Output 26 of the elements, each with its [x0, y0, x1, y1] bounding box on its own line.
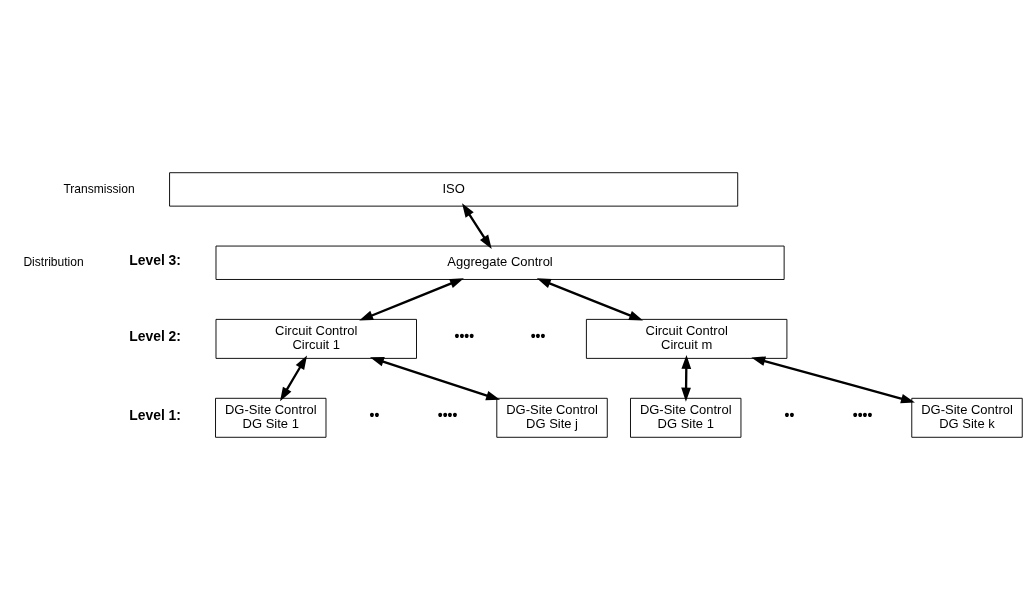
- label: Level 1:: [129, 406, 181, 423]
- node-box: DG-Site Control DG Site 1: [630, 397, 742, 438]
- label: •••: [530, 327, 546, 344]
- label: ••: [784, 406, 795, 423]
- node-box: ISO: [169, 171, 739, 207]
- node-box: Aggregate Control: [215, 245, 785, 280]
- arrow: [462, 202, 492, 249]
- label: Level 3:: [129, 251, 181, 268]
- arrow: [536, 277, 644, 321]
- arrow: [681, 354, 692, 402]
- node-box: Circuit Control Circuit m: [585, 318, 788, 359]
- arrow: [280, 354, 308, 401]
- node-box: Circuit Control Circuit 1: [215, 318, 417, 359]
- arrow: [370, 356, 501, 400]
- label: ••: [369, 406, 380, 423]
- label: ••••: [852, 406, 873, 423]
- node-box: DG-Site Control DG Site k: [911, 397, 1023, 438]
- arrow: [359, 277, 464, 321]
- node-box: DG-Site Control DG Site j: [496, 397, 608, 438]
- label: Distribution: [23, 254, 84, 269]
- label: ••••: [437, 406, 458, 423]
- arrow: [751, 355, 915, 403]
- label: Level 2:: [129, 327, 181, 344]
- label: ••••: [454, 327, 475, 344]
- node-box: DG-Site Control DG Site 1: [215, 397, 327, 438]
- label: Transmission: [63, 181, 135, 196]
